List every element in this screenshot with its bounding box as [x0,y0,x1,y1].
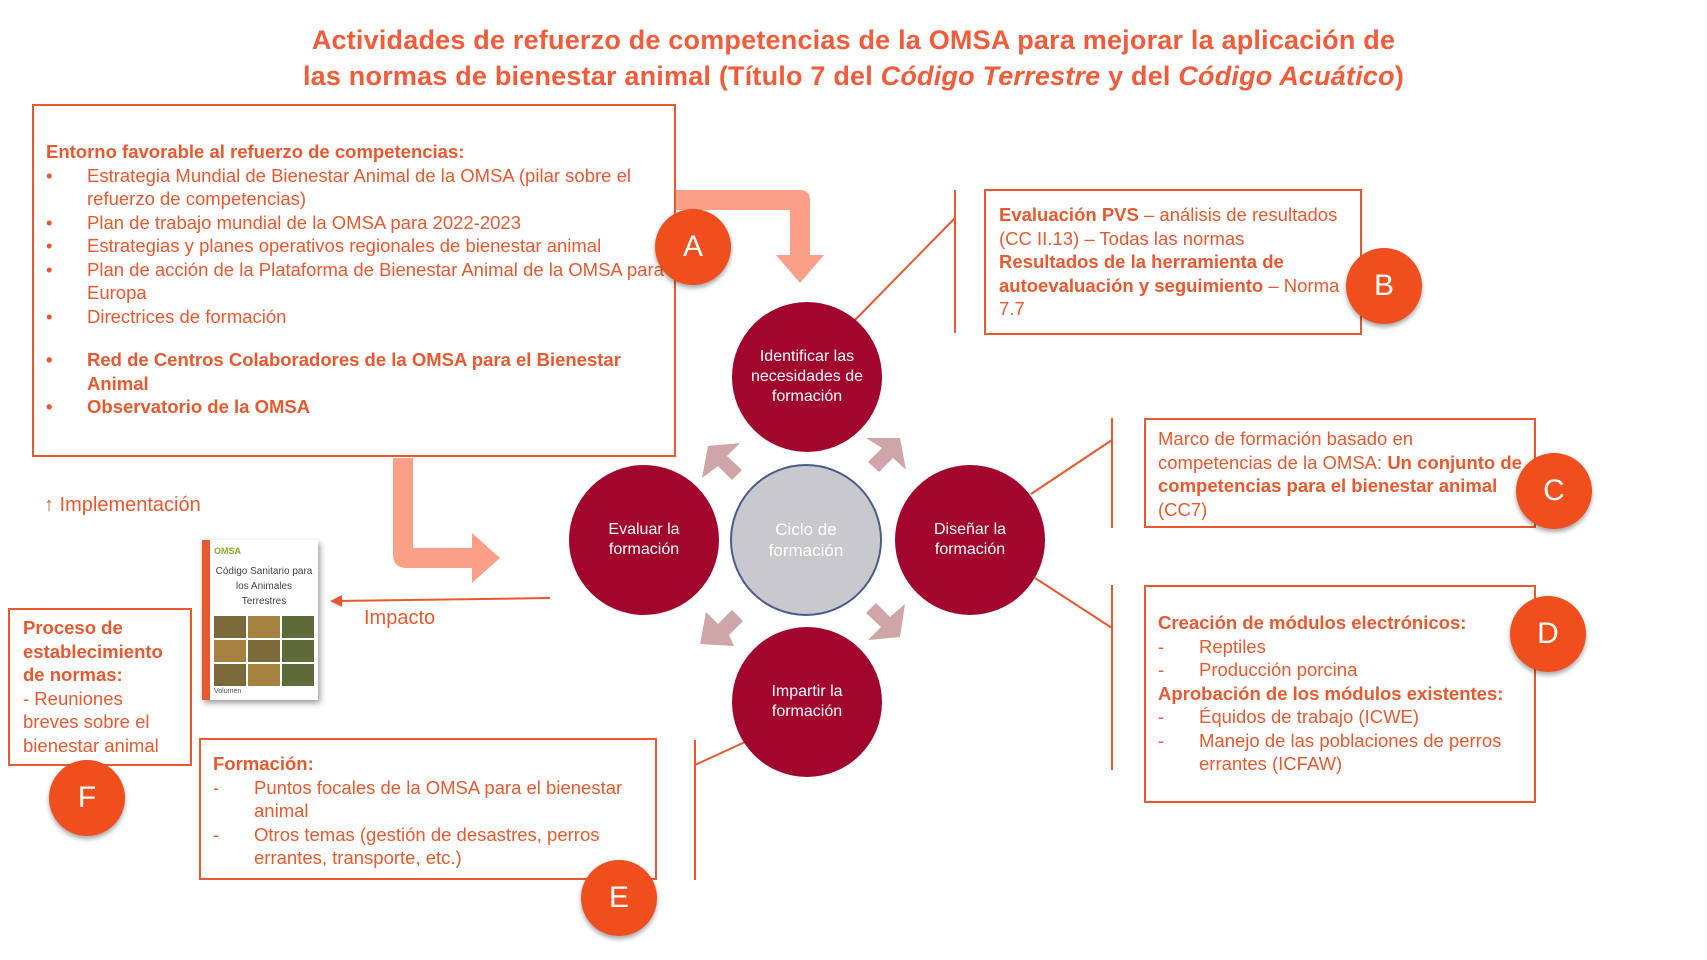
list-item: -Puntos focales de la OMSA para el biene… [213,776,623,822]
line-c-connector [1030,439,1113,495]
title-line-1: Actividades de refuerzo de competencias … [311,25,1396,55]
book-footer: Volumen [214,688,242,695]
cycle-arrow-bottom-right [866,603,905,640]
list-item: -Otros temas (gestión de desastres, perr… [213,823,600,869]
badge-a: A [655,209,731,285]
list-item: •Plan de acción de la Plataforma de Bien… [46,258,664,304]
box-e-list: -Puntos focales de la OMSA para el biene… [213,776,643,870]
box-pvs-evaluation: Evaluación PVS – análisis de resultados … [984,189,1362,335]
arrow-impact-line [334,597,551,602]
arrow-a-to-identify [672,190,824,283]
list-item: -Manejo de las poblaciones de perros err… [1158,729,1502,775]
box-a-heading: Entorno favorable al refuerzo de compete… [46,141,465,162]
arrow-implementation [393,458,500,583]
list-item: -Producción porcina [1158,659,1358,680]
line-b-connector [854,217,956,321]
cycle-arrow-top-left [702,443,742,480]
terrestrial-code-book-image: OMSA Código Sanitario para los Animales … [202,540,318,700]
cycle-identify-needs: Identificar las necesidades de formación [732,302,882,452]
box-enabling-environment: Entorno favorable al refuerzo de compete… [32,104,676,457]
box-d-list-2: -Équidos de trabajo (ICWE) -Manejo de la… [1158,705,1522,776]
line-d-connector [1034,577,1113,629]
badge-b: B [1346,248,1422,324]
page-title: Actividades de refuerzo de competencias … [0,22,1707,94]
impact-label: Impacto [364,607,436,629]
cycle-deliver-training: Impartir la formación [732,627,882,777]
list-item: •Plan de trabajo mundial de la OMSA para… [46,211,522,233]
line-e-connector [694,741,746,766]
list-item: •Directrices de formación [46,305,287,327]
box-d-list-1: -Reptiles -Producción porcina [1158,635,1522,682]
cycle-center: Ciclo de formación [730,464,882,616]
list-item: •Estrategia Mundial de Bienestar Animal … [46,164,631,210]
cycle-design-training: Diseñar la formación [895,465,1045,615]
book-photo-grid [214,616,314,686]
implementation-label: ↑ Implementación [44,494,201,516]
cycle-evaluate-training: Evaluar la formación [569,465,719,615]
book-header: OMSA [214,546,241,556]
arrow-impact-head [330,595,342,607]
list-item: •Red de Centros Colaboradores de la OMSA… [46,349,621,394]
badge-f: F [49,760,125,836]
book-spine [202,540,210,700]
badge-d: D [1510,596,1586,672]
list-item: •Observatorio de la OMSA [46,396,311,417]
box-standard-setting: Proceso de establecimiento de normas: - … [8,608,192,766]
cycle-arrow-bottom-left [700,610,743,646]
badge-e: E [581,860,657,936]
book-title: Código Sanitario para los Animales Terre… [215,566,313,607]
list-item: -Équidos de trabajo (ICWE) [1158,706,1420,727]
box-a-list: •Estrategia Mundial de Bienestar Animal … [46,164,664,329]
box-competency-framework: Marco de formación basado en competencia… [1144,418,1536,528]
box-training: Formación: -Puntos focales de la OMSA pa… [199,738,657,880]
badge-c: C [1516,453,1592,529]
title-line-2: las normas de bienestar animal (Título 7… [302,61,1405,91]
box-e-modules: Creación de módulos electrónicos: -Repti… [1144,585,1536,803]
cycle-arrow-top-right [866,438,906,472]
box-a-list-2: •Red de Centros Colaboradores de la OMSA… [46,348,664,419]
list-item: •Estrategias y planes operativos regiona… [46,235,602,256]
list-item: -Reptiles [1158,635,1266,657]
